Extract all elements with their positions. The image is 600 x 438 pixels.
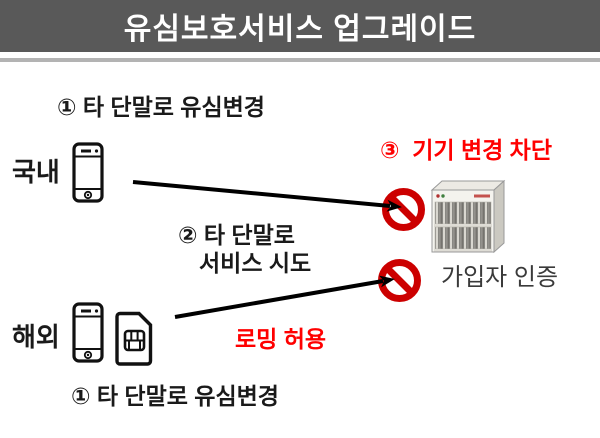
label-domestic: 국내	[12, 157, 60, 187]
smartphone-icon	[72, 302, 104, 363]
label-step2-line2: 서비스 시도	[199, 250, 312, 276]
label-step1-top: ① 타 단말로 유심변경	[57, 94, 265, 120]
prohibition-icon	[382, 188, 425, 231]
auth-server-icon	[430, 179, 506, 254]
label-step1-bottom: ① 타 단말로 유심변경	[71, 383, 279, 409]
slide-title: 유심보호서비스 업그레이드	[123, 13, 477, 46]
label-subscriber-auth: 가입자 인증	[441, 264, 559, 291]
title-divider	[0, 58, 600, 62]
label-step2-line1: ② 타 단말로	[178, 222, 295, 248]
arrow-domestic-to-server	[132, 180, 402, 212]
title-bar: 유심보호서비스 업그레이드	[0, 0, 600, 52]
arrow-overseas-to-server	[174, 275, 395, 319]
sim-card-icon	[115, 311, 153, 366]
smartphone-icon	[72, 142, 104, 203]
prohibition-icon	[378, 259, 421, 302]
label-step3-block: ③ 기기 변경 차단	[380, 137, 552, 163]
label-overseas: 해외	[12, 322, 60, 352]
label-roaming-allowed: 로밍 허용	[235, 326, 327, 352]
